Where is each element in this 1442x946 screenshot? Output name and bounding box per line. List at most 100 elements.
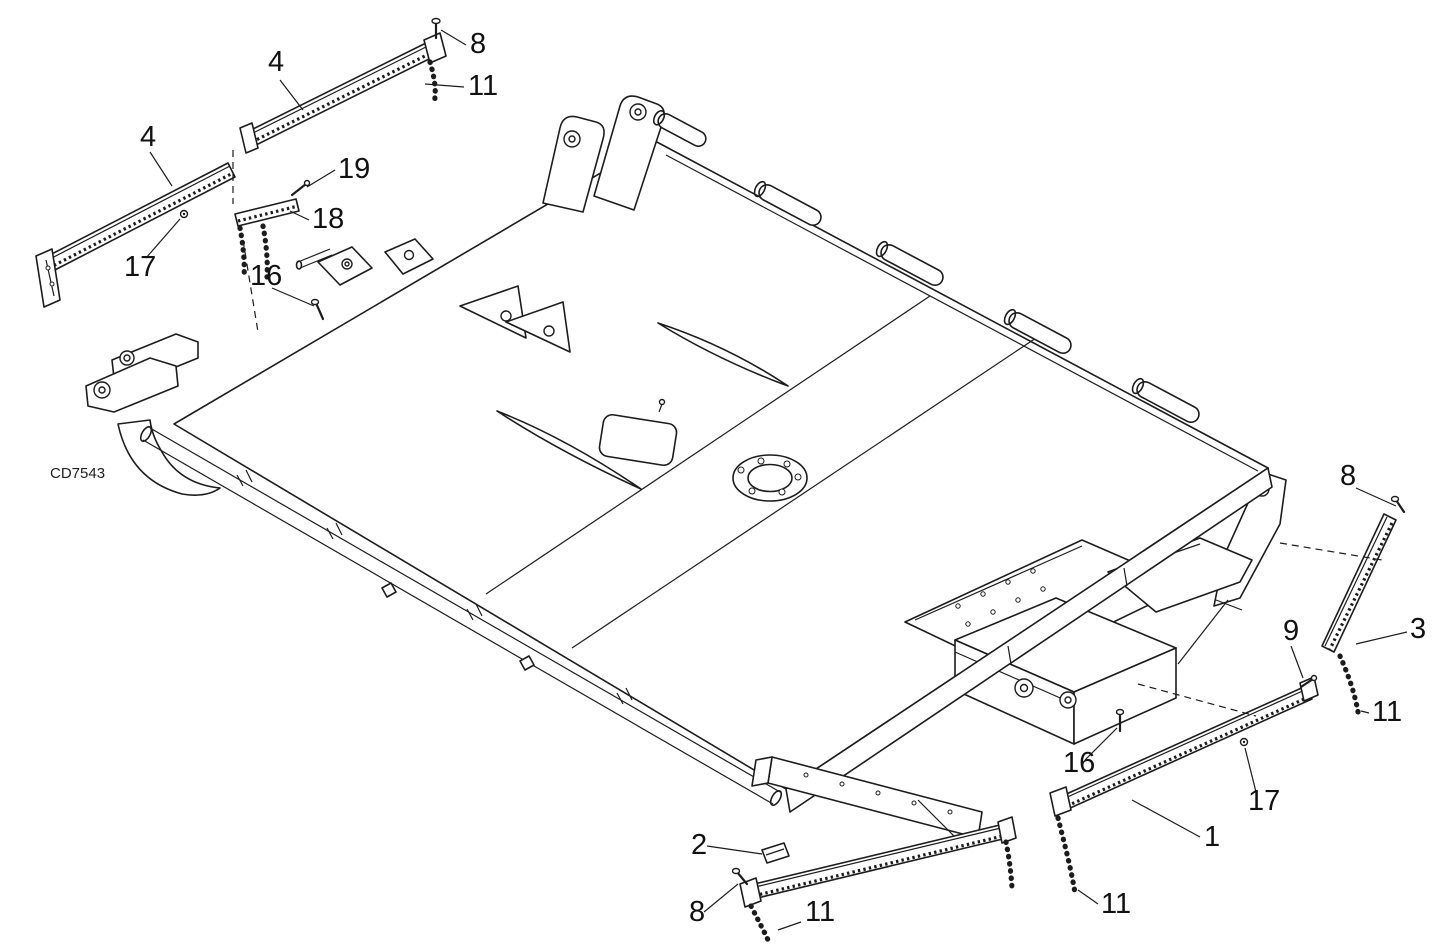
strip-end-flange	[239, 122, 259, 154]
deck-rib-slot	[657, 322, 789, 387]
leader-bolt8-right	[1355, 487, 1397, 507]
chain-strip-3	[1337, 653, 1361, 715]
leader-clip2	[706, 845, 763, 855]
callout-bolt17-left: 17	[124, 251, 156, 283]
callout-bolt8-right: 8	[1340, 460, 1356, 492]
strip-end-flange	[35, 248, 61, 308]
deck-crease-line	[571, 331, 1046, 649]
leader-chain11-bottom-left	[777, 921, 802, 931]
callout-strip3: 3	[1410, 613, 1426, 645]
chain-strip-1	[1055, 815, 1078, 896]
tube-joint	[616, 687, 633, 705]
callout-pin19: 19	[338, 153, 370, 185]
leader-pin9	[1290, 645, 1304, 679]
tube-hook	[519, 655, 535, 671]
deck-gusset-plates	[459, 285, 571, 353]
bolt-16-left	[310, 298, 325, 321]
leader-bolt17-bottom	[1244, 747, 1257, 793]
callout-strip4-upper: 4	[268, 46, 284, 78]
leader-strip4-left	[149, 151, 173, 187]
tube-joint	[326, 522, 343, 540]
leader-chain11-bottom-right	[1077, 889, 1099, 905]
serrated-strip-3	[1279, 495, 1406, 715]
top-hinge-bracket	[542, 95, 707, 213]
frame-tube	[139, 425, 783, 807]
top-hinge-pin	[652, 110, 707, 147]
callout-labels: 4 8 11 4 19 18 17 16 8 3 9 11 16 17 1 2 …	[124, 28, 1426, 928]
deck-skirt	[785, 467, 1273, 813]
serrated-strip-1	[1049, 674, 1319, 896]
callout-bolt17-bottom: 17	[1248, 785, 1280, 817]
tube-hook	[381, 582, 397, 598]
callout-strip1: 1	[1204, 821, 1220, 853]
callout-bolt16-bottom: 16	[1063, 747, 1095, 779]
deck-access-plate	[598, 398, 678, 467]
roller	[1003, 308, 1072, 355]
clip-part-2	[761, 842, 790, 864]
deck-lug-pair	[295, 238, 434, 286]
callout-chain11-right: 11	[1372, 696, 1402, 728]
leader-chain11-top-left	[424, 83, 465, 88]
bolt-17-bottom	[1239, 737, 1249, 747]
callout-pin9: 9	[1283, 615, 1299, 647]
callout-strip4-left: 4	[140, 121, 156, 153]
left-curved-guard	[117, 419, 221, 496]
callout-leader-lines	[145, 29, 1408, 931]
deck-crease-line	[485, 295, 931, 595]
pin-19	[290, 179, 311, 197]
strip-end-bracket	[997, 816, 1017, 844]
callout-bolt8-bottom: 8	[689, 896, 705, 928]
pin-9	[1299, 674, 1318, 689]
callout-chain11-bottom-right: 11	[1101, 888, 1131, 920]
callout-bolt16-left: 16	[250, 260, 282, 292]
roller	[1131, 377, 1200, 424]
tube-joint	[466, 603, 483, 621]
strip-end-plate	[423, 32, 447, 64]
leader-bolt8-top-left	[440, 29, 467, 46]
deck-flange-ring	[732, 454, 808, 502]
callout-bracket18: 18	[312, 203, 344, 235]
rear-panel	[751, 756, 983, 841]
serrated-strip-4-left	[35, 162, 236, 308]
figure-code: CD7543	[50, 465, 105, 482]
leader-bolt17-left	[145, 218, 181, 259]
bolt-8-bottom	[731, 867, 749, 886]
leader-bolt16-bottom	[1084, 727, 1118, 761]
leader-bolt16-left	[271, 287, 315, 307]
chain-bottom-right	[1003, 839, 1015, 891]
alignment-dashed-line	[1137, 683, 1257, 717]
strip-end-bracket	[739, 877, 762, 908]
edge-rollers	[753, 180, 1200, 424]
leader-chain11-right	[1360, 710, 1370, 714]
serrated-strip-4-upper	[239, 17, 447, 154]
alignment-dashed-line	[242, 239, 259, 333]
bracket-strip-18	[232, 150, 325, 333]
roller	[875, 240, 944, 287]
callout-chain11-top-left: 11	[468, 70, 498, 102]
deck-edge-lip	[665, 154, 1259, 472]
leader-bracket18	[289, 210, 310, 221]
chain-top-left	[427, 59, 438, 107]
left-hinge-bracket	[85, 333, 221, 496]
strip-end-bracket	[1049, 786, 1072, 817]
chain-bottom-left	[748, 903, 771, 943]
bolt-8-right	[1390, 495, 1406, 514]
mount-box	[954, 597, 1177, 745]
leader-strip4-upper	[279, 79, 304, 111]
leader-pin19	[306, 169, 336, 188]
bolt-16-bottom	[1115, 708, 1125, 733]
chain-18-left	[237, 225, 247, 281]
callout-chain11-bottom-left: 11	[805, 896, 835, 928]
leader-strip1	[1131, 799, 1201, 838]
deck-rib-slot	[496, 410, 642, 490]
bolt-8-top-left	[431, 17, 441, 40]
leader-bolt8-bottom	[703, 883, 739, 913]
tube-joint	[236, 469, 253, 487]
alignment-dashed-line	[1279, 542, 1383, 561]
leader-strip3	[1355, 631, 1408, 645]
serrated-strip-bottom	[731, 816, 1017, 943]
roller	[753, 180, 822, 227]
strip-end-plate	[1299, 676, 1319, 702]
